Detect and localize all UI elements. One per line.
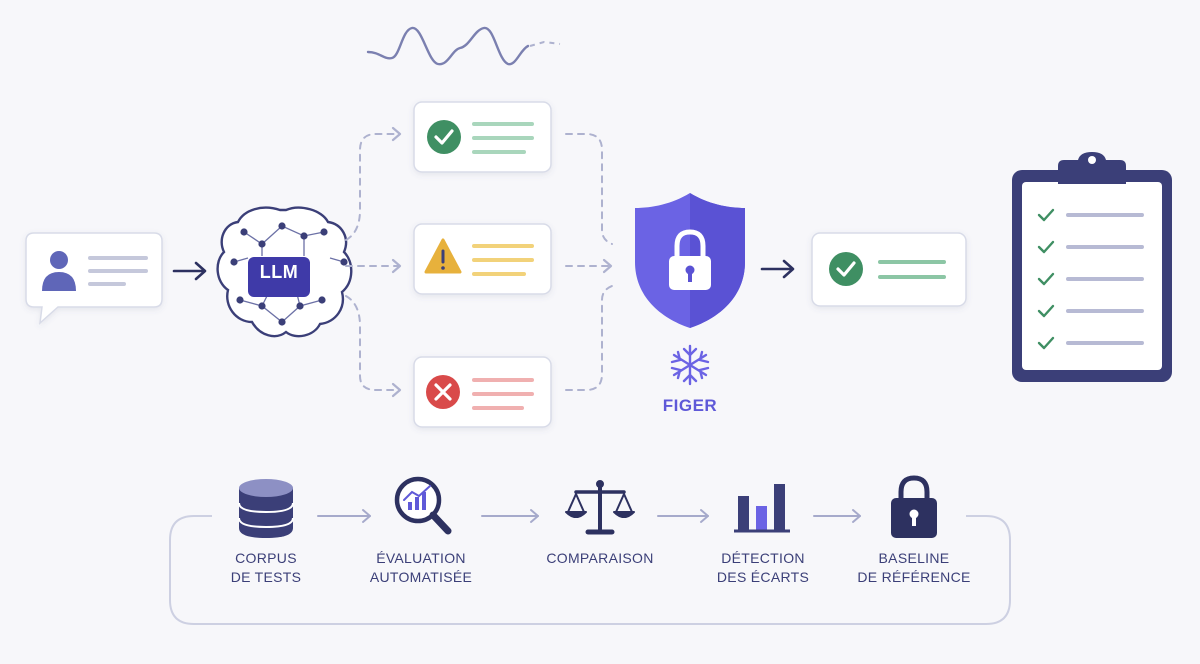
step-label-line1: ÉVALUATION [376,550,466,566]
branch-connectors [345,133,613,391]
check-icon [427,120,461,154]
step-comparison-label: COMPARAISON [530,549,670,568]
magnifier-chart-icon [394,476,452,535]
pipeline-frame [169,515,1011,625]
output-card-success [413,101,552,173]
step-baseline-label: BASELINE DE RÉFÉRENCE [846,549,982,587]
snowflake-icon [670,344,710,386]
brain-icon [216,206,353,338]
wave-icon [366,26,561,66]
user-message-card [25,232,163,325]
freeze-label: FIGER [662,396,718,415]
step-corpus-label: CORPUS DE TESTS [206,549,326,587]
step-label-line1: CORPUS [235,550,297,566]
llm-label: LLM [259,262,299,282]
lock-icon [891,475,937,538]
step-detection-label: DÉTECTION DES ÉCARTS [698,549,828,587]
check-icon [829,252,863,286]
branch-arrowheads [391,126,613,398]
step-label-line1: BASELINE [878,550,950,566]
step-label-line1: COMPARAISON [546,550,654,566]
clipboard-icon [1012,152,1172,382]
step-label-line2: DE TESTS [230,569,302,585]
step-evaluation-label: ÉVALUATION AUTOMATISÉE [356,549,486,587]
arrow-shield-to-result [760,259,795,279]
step-label-line1: DÉTECTION [721,550,805,566]
bar-chart-icon [734,484,790,533]
result-card-success [811,232,967,307]
database-icon [238,479,294,538]
scales-icon [565,480,635,535]
output-card-warning [413,223,552,295]
pipeline-arrows [317,509,861,523]
arrow-user-to-llm [172,261,207,281]
user-icon [42,251,76,291]
step-label-line2: DE RÉFÉRENCE [857,569,971,585]
output-card-error [413,356,552,428]
shield-lock-icon [635,193,745,328]
step-label-line2: AUTOMATISÉE [369,569,473,585]
step-label-line2: DES ÉCARTS [716,569,810,585]
